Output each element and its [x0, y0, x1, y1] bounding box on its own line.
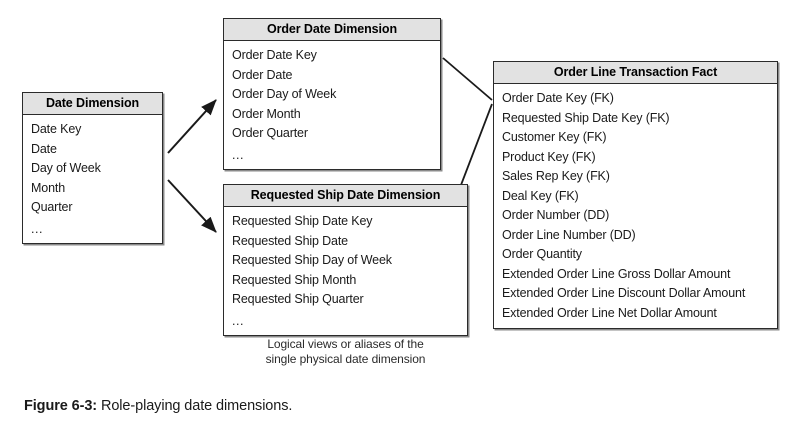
entity-field: Order Quarter [232, 126, 308, 140]
entity-date-dimension[interactable]: Date Dimension Date Key Date Day of Week… [22, 92, 163, 244]
entity-field: Customer Key (FK) [502, 130, 607, 144]
entity-field: Order Date Key (FK) [502, 91, 614, 105]
connector-date-to-requested-ship [167, 179, 217, 233]
annotation-note-line-1: Logical views or aliases of the [267, 337, 424, 351]
entity-field: Month [31, 180, 65, 195]
figure-caption-label: Figure 6-3: [24, 398, 98, 414]
entity-field-list: Order Date Key Order Date Order Day of W… [224, 41, 440, 169]
entity-field: Order Date [232, 67, 293, 82]
entity-field: Requested Ship Day of Week [232, 253, 392, 267]
annotation-note-line-2: single physical date dimension [265, 352, 426, 366]
entity-field: Date Key [31, 122, 82, 136]
entity-field-list: Requested Ship Date Key Requested Ship D… [224, 207, 467, 335]
entity-field: Extended Order Line Gross Dollar Amount [502, 266, 731, 281]
entity-field: Order Number (DD) [502, 208, 610, 222]
entity-field: Product Key (FK) [502, 149, 596, 164]
entity-field: Requested Ship Date [232, 233, 348, 248]
entity-field: Order Month [232, 106, 301, 121]
figure-caption-text: Role-playing date dimensions. [100, 398, 293, 414]
entity-title: Requested Ship Date Dimension [224, 185, 467, 207]
entity-field-list: Order Date Key (FK) Requested Ship Date … [494, 84, 777, 328]
entity-field-ellipsis: ... [31, 221, 43, 236]
entity-title: Order Line Transaction Fact [494, 62, 777, 84]
entity-order-line-transaction-fact[interactable]: Order Line Transaction Fact Order Date K… [493, 61, 778, 329]
entity-field: Sales Rep Key (FK) [502, 169, 610, 183]
figure-caption: Figure 6-3: Role-playing date dimensions… [24, 398, 292, 414]
entity-title: Date Dimension [23, 93, 162, 115]
entity-field: Deal Key (FK) [502, 188, 579, 203]
entity-field: Requested Ship Date Key [232, 214, 373, 228]
entity-order-date-dimension[interactable]: Order Date Dimension Order Date Key Orde… [223, 18, 441, 170]
connector-order-date-to-fact [442, 57, 493, 101]
entity-field: Order Date Key [232, 48, 317, 62]
connector-date-to-order-date [167, 99, 217, 154]
entity-field: Order Day of Week [232, 87, 337, 101]
entity-field-ellipsis: ... [232, 147, 244, 162]
entity-title: Order Date Dimension [224, 19, 440, 41]
entity-field-list: Date Key Date Day of Week Month Quarter … [23, 115, 162, 243]
entity-field: Extended Order Line Net Dollar Amount [502, 305, 717, 320]
annotation-note: Logical views or aliases of the single p… [223, 337, 468, 367]
entity-field: Quarter [31, 200, 73, 214]
entity-field: Requested Ship Quarter [232, 292, 364, 306]
entity-requested-ship-date-dimension[interactable]: Requested Ship Date Dimension Requested … [223, 184, 468, 336]
entity-field: Extended Order Line Discount Dollar Amou… [502, 286, 746, 300]
entity-field: Date [31, 141, 57, 156]
entity-field: Order Line Number (DD) [502, 227, 636, 242]
entity-field-ellipsis: ... [232, 313, 244, 328]
entity-field: Requested Ship Month [232, 272, 357, 287]
entity-field: Day of Week [31, 161, 101, 175]
entity-field: Order Quantity [502, 247, 582, 261]
entity-field: Requested Ship Date Key (FK) [502, 110, 670, 125]
